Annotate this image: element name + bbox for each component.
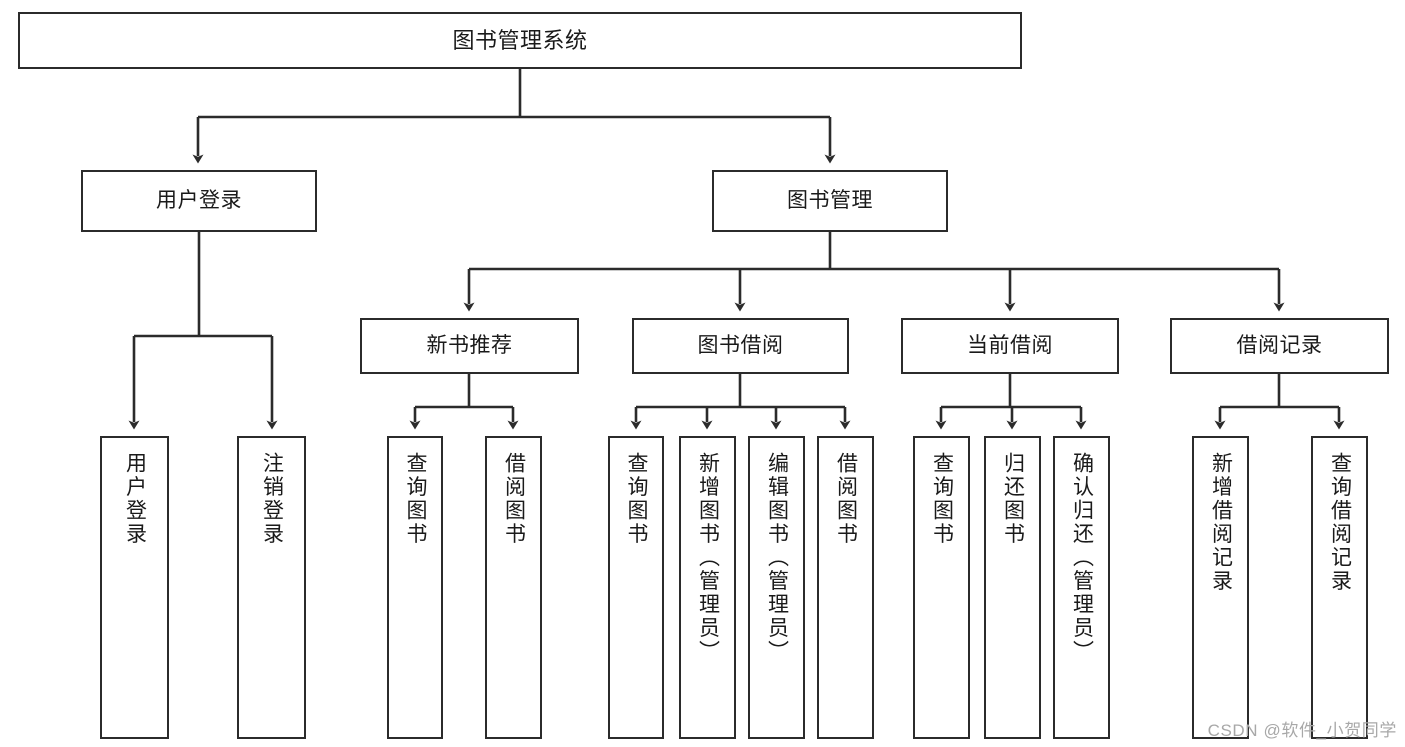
node-leaf-query-book-rec[interactable]: 查询图书 bbox=[387, 436, 443, 739]
node-book-borrow[interactable]: 图书借阅 bbox=[632, 318, 849, 374]
node-leaf-borrow-book-rec[interactable]: 借阅图书 bbox=[485, 436, 542, 739]
node-leaf-confirm-return[interactable]: 确认归还（管理员） bbox=[1053, 436, 1110, 739]
node-leaf-query-book-borrow[interactable]: 查询图书 bbox=[608, 436, 664, 739]
node-current-borrow-label: 当前借阅 bbox=[967, 333, 1053, 357]
node-leaf-edit-book[interactable]: 编辑图书（管理员） bbox=[748, 436, 805, 739]
node-current-borrow[interactable]: 当前借阅 bbox=[901, 318, 1119, 374]
node-leaf-label: 借阅图书 bbox=[834, 452, 858, 546]
node-book-manage-label: 图书管理 bbox=[787, 188, 873, 212]
node-leaf-label: 查询图书 bbox=[930, 452, 954, 546]
node-root[interactable]: 图书管理系统 bbox=[18, 12, 1022, 69]
node-book-borrow-label: 图书借阅 bbox=[697, 333, 784, 357]
node-leaf-label: 注销登录 bbox=[260, 452, 284, 546]
node-new-book-rec-label: 新书推荐 bbox=[426, 333, 513, 357]
node-borrow-record-label: 借阅记录 bbox=[1236, 333, 1323, 357]
node-book-manage[interactable]: 图书管理 bbox=[712, 170, 948, 232]
node-leaf-user-login[interactable]: 用户登录 bbox=[100, 436, 169, 739]
node-leaf-return-book[interactable]: 归还图书 bbox=[984, 436, 1041, 739]
node-leaf-query-book-current[interactable]: 查询图书 bbox=[913, 436, 970, 739]
node-leaf-label: 查询图书 bbox=[404, 452, 428, 546]
node-leaf-label: 借阅图书 bbox=[502, 452, 526, 546]
node-leaf-label: 归还图书 bbox=[1001, 452, 1025, 546]
node-leaf-logout[interactable]: 注销登录 bbox=[237, 436, 306, 739]
node-leaf-add-record[interactable]: 新增借阅记录 bbox=[1192, 436, 1249, 739]
node-user-login[interactable]: 用户登录 bbox=[81, 170, 317, 232]
node-leaf-label: 新增图书（管理员） bbox=[696, 452, 720, 664]
node-leaf-label: 确认归还（管理员） bbox=[1070, 452, 1094, 664]
node-leaf-label: 新增借阅记录 bbox=[1209, 452, 1233, 593]
node-leaf-label: 用户登录 bbox=[123, 452, 147, 546]
node-leaf-query-record[interactable]: 查询借阅记录 bbox=[1311, 436, 1368, 739]
node-new-book-rec[interactable]: 新书推荐 bbox=[360, 318, 579, 374]
node-leaf-add-book[interactable]: 新增图书（管理员） bbox=[679, 436, 736, 739]
node-leaf-label: 查询图书 bbox=[625, 452, 649, 546]
node-borrow-record[interactable]: 借阅记录 bbox=[1170, 318, 1389, 374]
node-leaf-label: 查询借阅记录 bbox=[1328, 452, 1352, 593]
node-leaf-label: 编辑图书（管理员） bbox=[765, 452, 789, 664]
node-leaf-borrow-book[interactable]: 借阅图书 bbox=[817, 436, 874, 739]
node-user-login-label: 用户登录 bbox=[156, 188, 242, 212]
watermark: CSDN @软件_小贺同学 bbox=[1207, 721, 1397, 740]
node-root-label: 图书管理系统 bbox=[452, 27, 588, 53]
